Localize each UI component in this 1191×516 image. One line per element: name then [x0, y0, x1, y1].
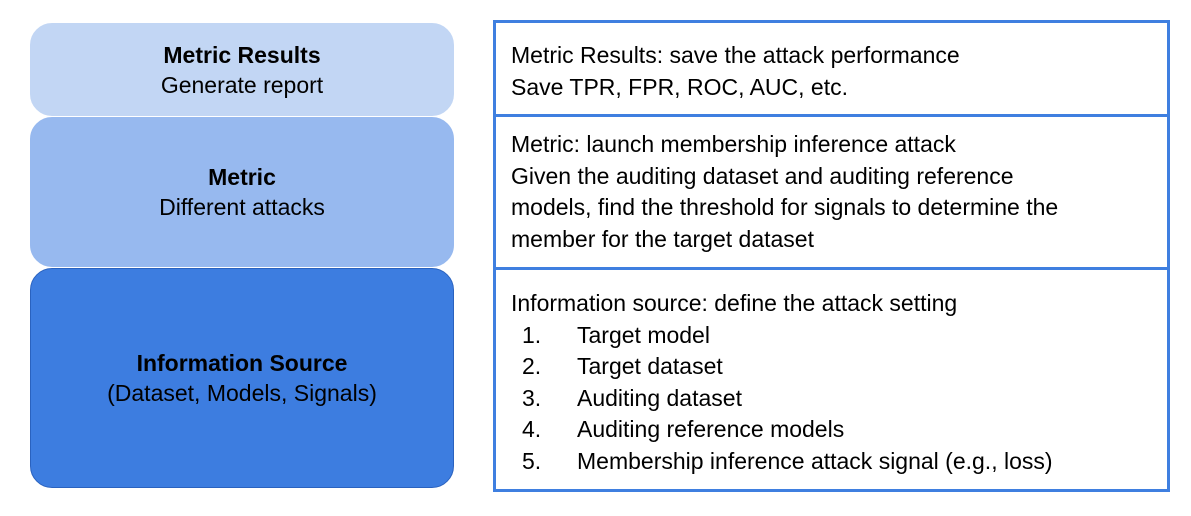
description-line: member for the target dataset: [511, 225, 814, 252]
layer-title: Metric Results: [163, 41, 321, 68]
list-item: 5. Membership inference attack signal (e…: [511, 446, 1167, 478]
list-item: 2. Target dataset: [511, 351, 1167, 383]
layer-title: Metric: [208, 164, 276, 190]
description-line: models, find the threshold for signals t…: [511, 194, 1059, 220]
layer-subtitle: (Dataset, Models, Signals): [107, 380, 377, 406]
layer-title: Information Source: [136, 350, 348, 376]
description-line: Save TPR, FPR, ROC, AUC, etc.: [511, 73, 848, 100]
list-item-number: 3.: [522, 384, 542, 411]
metric-description: Metric: launch membership inference atta…: [496, 117, 1167, 270]
list-item-number: 4.: [522, 416, 542, 442]
list-item-text: Target dataset: [577, 353, 723, 379]
description-heading: Metric Results: save the attack performa…: [511, 42, 960, 68]
list-item-text: Membership inference attack signal (e.g.…: [577, 447, 1053, 474]
description-line: Given the auditing dataset and auditing …: [511, 162, 1014, 189]
information-source-description: Information source: define the attack se…: [496, 270, 1167, 489]
description-heading: Metric: launch membership inference atta…: [511, 131, 956, 157]
list-item-text: Target model: [577, 321, 710, 348]
layer-subtitle: Generate report: [160, 71, 324, 98]
metric-layer: Metric Different attacks: [30, 117, 454, 267]
layer-subtitle: Different attacks: [159, 194, 325, 220]
information-source-layer: Information Source (Dataset, Models, Sig…: [30, 268, 454, 488]
attack-setting-list: 1. Target model 2. Target dataset 3. Aud…: [511, 320, 1167, 478]
list-item: 4. Auditing reference models: [511, 414, 1167, 446]
description-table: Metric Results: save the attack performa…: [493, 20, 1170, 492]
list-item-text: Auditing reference models: [577, 416, 845, 442]
list-item-number: 2.: [522, 353, 542, 379]
list-item-number: 1.: [522, 321, 542, 348]
list-item: 3. Auditing dataset: [511, 383, 1167, 415]
metric-results-layer: Metric Results Generate report: [30, 23, 454, 116]
list-item: 1. Target model: [511, 320, 1167, 352]
description-heading: Information source: define the attack se…: [511, 290, 958, 316]
list-item-text: Auditing dataset: [577, 384, 742, 411]
list-item-number: 5.: [522, 447, 542, 474]
metric-results-description: Metric Results: save the attack performa…: [496, 23, 1167, 117]
